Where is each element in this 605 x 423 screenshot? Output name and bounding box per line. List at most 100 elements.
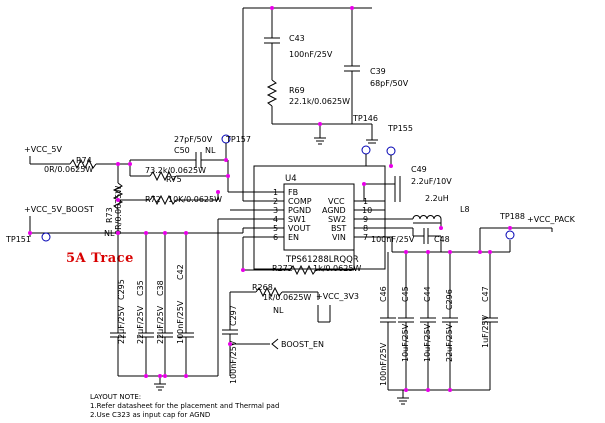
net-vcc-5v: +VCC_5V — [24, 145, 62, 154]
r75-ref: R75 — [166, 175, 182, 184]
pin-num-r8: 8 — [363, 224, 368, 233]
tp188-marker — [505, 230, 515, 240]
c48-val: 100nF/25V — [371, 235, 415, 244]
c39-val: 68pF/50V — [370, 79, 409, 88]
pin-num-r10: 10 — [362, 206, 372, 215]
pin-comp: COMP — [288, 197, 312, 206]
layout-note-title: LAYOUT NOTE: — [90, 393, 141, 401]
l8-val: 2.2uH — [425, 194, 449, 203]
c38-val: 22uF/25V — [156, 305, 165, 344]
c46-ref: C46 — [379, 286, 388, 302]
pin-bst: BST — [331, 224, 346, 233]
vcc5v-boost-network: +VCC_5V_BOOST R73 0R/0.0625W NL — [24, 164, 124, 238]
c295-ref: C295 — [117, 279, 126, 300]
tp157-label: TP157 — [225, 135, 251, 144]
c35-ref: C35 — [136, 280, 145, 296]
r72-ref: R72 — [145, 195, 161, 204]
pin-agnd: AGND — [322, 206, 346, 215]
net-boost-en: BOOST_EN — [281, 340, 324, 349]
layout-note-line2: 2.Use C323 as input cap for AGND — [90, 411, 210, 419]
c35-val: 22uF/25V — [136, 305, 145, 344]
r268-val: 1k/0.0625W — [263, 293, 311, 302]
c39-ref: C39 — [370, 67, 386, 76]
r72-val: 10K/0.0625W — [168, 195, 222, 204]
ic-u4-outline — [253, 165, 386, 270]
c50-nl: NL — [205, 146, 216, 155]
right-power-network: C49 2.2uF/10V 2.2uH L8 100nF/25V C48 +VC… — [363, 124, 576, 405]
c43-ref: C43 — [289, 34, 305, 43]
pin-sw2: SW2 — [328, 215, 346, 224]
ic-right-pins: VCC AGND SW2 BST VIN 1 10 9 8 7 — [322, 197, 385, 242]
pin-vout: VOUT — [288, 224, 310, 233]
pin-num-r7: 7 — [363, 233, 368, 242]
enable-network: R268 1k/0.0625W NL +VCC_3V3 C297 100nF/2… — [222, 236, 359, 384]
c296-val: 22uF/25V — [445, 323, 454, 362]
c50-ref: C50 — [174, 146, 190, 155]
r69-ref: R69 — [289, 86, 305, 95]
pin-num-r1: 1 — [363, 197, 368, 206]
net-vcc-5v-boost: +VCC_5V_BOOST — [24, 205, 94, 214]
tp146-label: TP146 — [352, 114, 378, 123]
c50-val: 27pF/50V — [174, 135, 213, 144]
pin-num-r9: 9 — [363, 215, 368, 224]
pin-num-1: 1 — [273, 188, 278, 197]
pin-sw1: SW1 — [288, 215, 306, 224]
c48-ref: C48 — [434, 235, 450, 244]
l8-ref: L8 — [460, 205, 470, 214]
r268-ref: R268 — [252, 283, 273, 292]
tp155-label: TP155 — [387, 124, 413, 133]
c44-ref: C44 — [423, 286, 432, 302]
r272-network: R272 1k/0.0625W — [243, 250, 361, 276]
pin-num-3: 3 — [273, 206, 278, 215]
ic-part: TPS61288LRQQR — [285, 255, 359, 265]
vout-bus: 5A Trace — [29, 209, 254, 376]
ic-u4-body — [283, 183, 355, 251]
net-vcc-3v3: +VCC_3V3 — [316, 292, 359, 301]
c42-ref: C42 — [176, 264, 185, 280]
junction-dots — [28, 6, 512, 392]
c38-ref: C38 — [156, 280, 165, 296]
c44-val: 10uF/25V — [423, 323, 432, 362]
pin-vin: VIN — [332, 233, 346, 242]
c47-ref: C47 — [481, 286, 490, 302]
c49-val: 2.2uF/10V — [411, 177, 452, 186]
pin-vcc: VCC — [328, 197, 345, 206]
r74-val: 0R/0.0625W — [44, 165, 93, 174]
layout-note: LAYOUT NOTE: 1.Refer datasheet for the p… — [90, 393, 279, 419]
pin-pgnd: PGND — [288, 206, 311, 215]
c297-val: 100nF/25V — [229, 340, 238, 384]
c49-ref: C49 — [411, 165, 427, 174]
layout-note-line1: 1.Refer datasheet for the placement and … — [90, 402, 279, 410]
ic-left-pins: 1 2 3 4 5 6 FB COMP PGND SW1 VOUT EN — [254, 188, 312, 242]
comp-network: C43 100nF/25V C39 68pF/50V R69 22.1k/0.0… — [242, 7, 409, 202]
pin-fb: FB — [288, 188, 298, 197]
r73-ref: R73 — [105, 207, 114, 223]
tp188-label: TP188 — [499, 212, 525, 221]
pin-num-2: 2 — [273, 197, 278, 206]
r69-val: 22.1k/0.0625W — [289, 97, 350, 106]
trace-label: 5A Trace — [66, 251, 134, 266]
pin-en: EN — [288, 233, 299, 242]
c46-val: 100nF/25V — [379, 342, 388, 386]
r272-val: 1k/0.0625W — [313, 264, 361, 273]
vcc5v-input-network: +VCC_5V R74 0R/0.0625W 73.2k/0.0625W R75… — [24, 135, 254, 206]
pin-num-4: 4 — [273, 215, 278, 224]
pin-num-5: 5 — [273, 224, 278, 233]
r272-ref: R272 — [272, 264, 293, 273]
tp146-marker — [361, 145, 371, 155]
r268-nl: NL — [273, 306, 284, 315]
ic-ref: U4 — [285, 174, 297, 184]
pin-num-6: 6 — [273, 233, 278, 242]
c45-val: 10uF/25V — [401, 323, 410, 362]
r75-val: 73.2k/0.0625W — [145, 166, 206, 175]
c45-ref: C45 — [401, 286, 410, 302]
r74-ref: R74 — [76, 156, 92, 165]
net-vcc-pack: +VCC_PACK — [527, 215, 576, 224]
tp155-marker — [386, 146, 396, 156]
output-cap-bank: C295 22uF/25V C35 22uF/25V C38 22uF/25V … — [110, 233, 218, 391]
tp151-marker — [41, 232, 51, 242]
c295-val: 22uF/25V — [117, 305, 126, 344]
c43-val: 100nF/25V — [289, 50, 333, 59]
